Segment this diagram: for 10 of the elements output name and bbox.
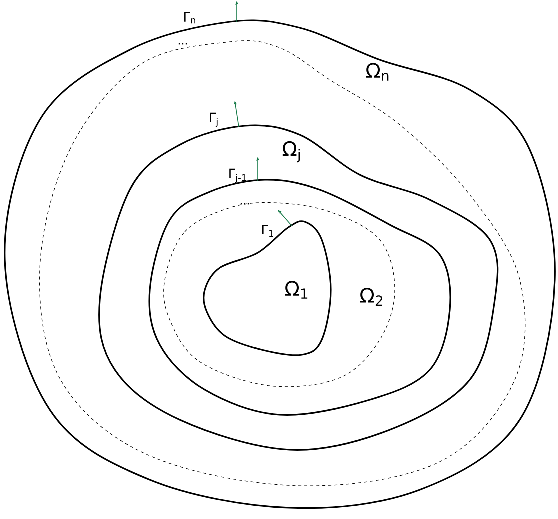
symbol-label: Γ$_{j}$ — [210, 112, 218, 128]
symbol-label: Ω$_{j}$ — [282, 141, 300, 163]
symbol-label: Γ$_{j-1}$ — [230, 168, 246, 184]
symbol-label: Γ$_{1}$ — [262, 225, 274, 237]
symbol-label: Ω$_{1}$ — [285, 281, 308, 299]
symbol-label: Ω$_{2}$ — [360, 288, 382, 306]
symbol-label: Ω$_{n}$ — [366, 63, 389, 81]
symbol-label: ... — [240, 203, 250, 205]
symbol-label: Γ$_{n}$ — [184, 12, 196, 24]
symbol-label: ... — [178, 43, 188, 45]
